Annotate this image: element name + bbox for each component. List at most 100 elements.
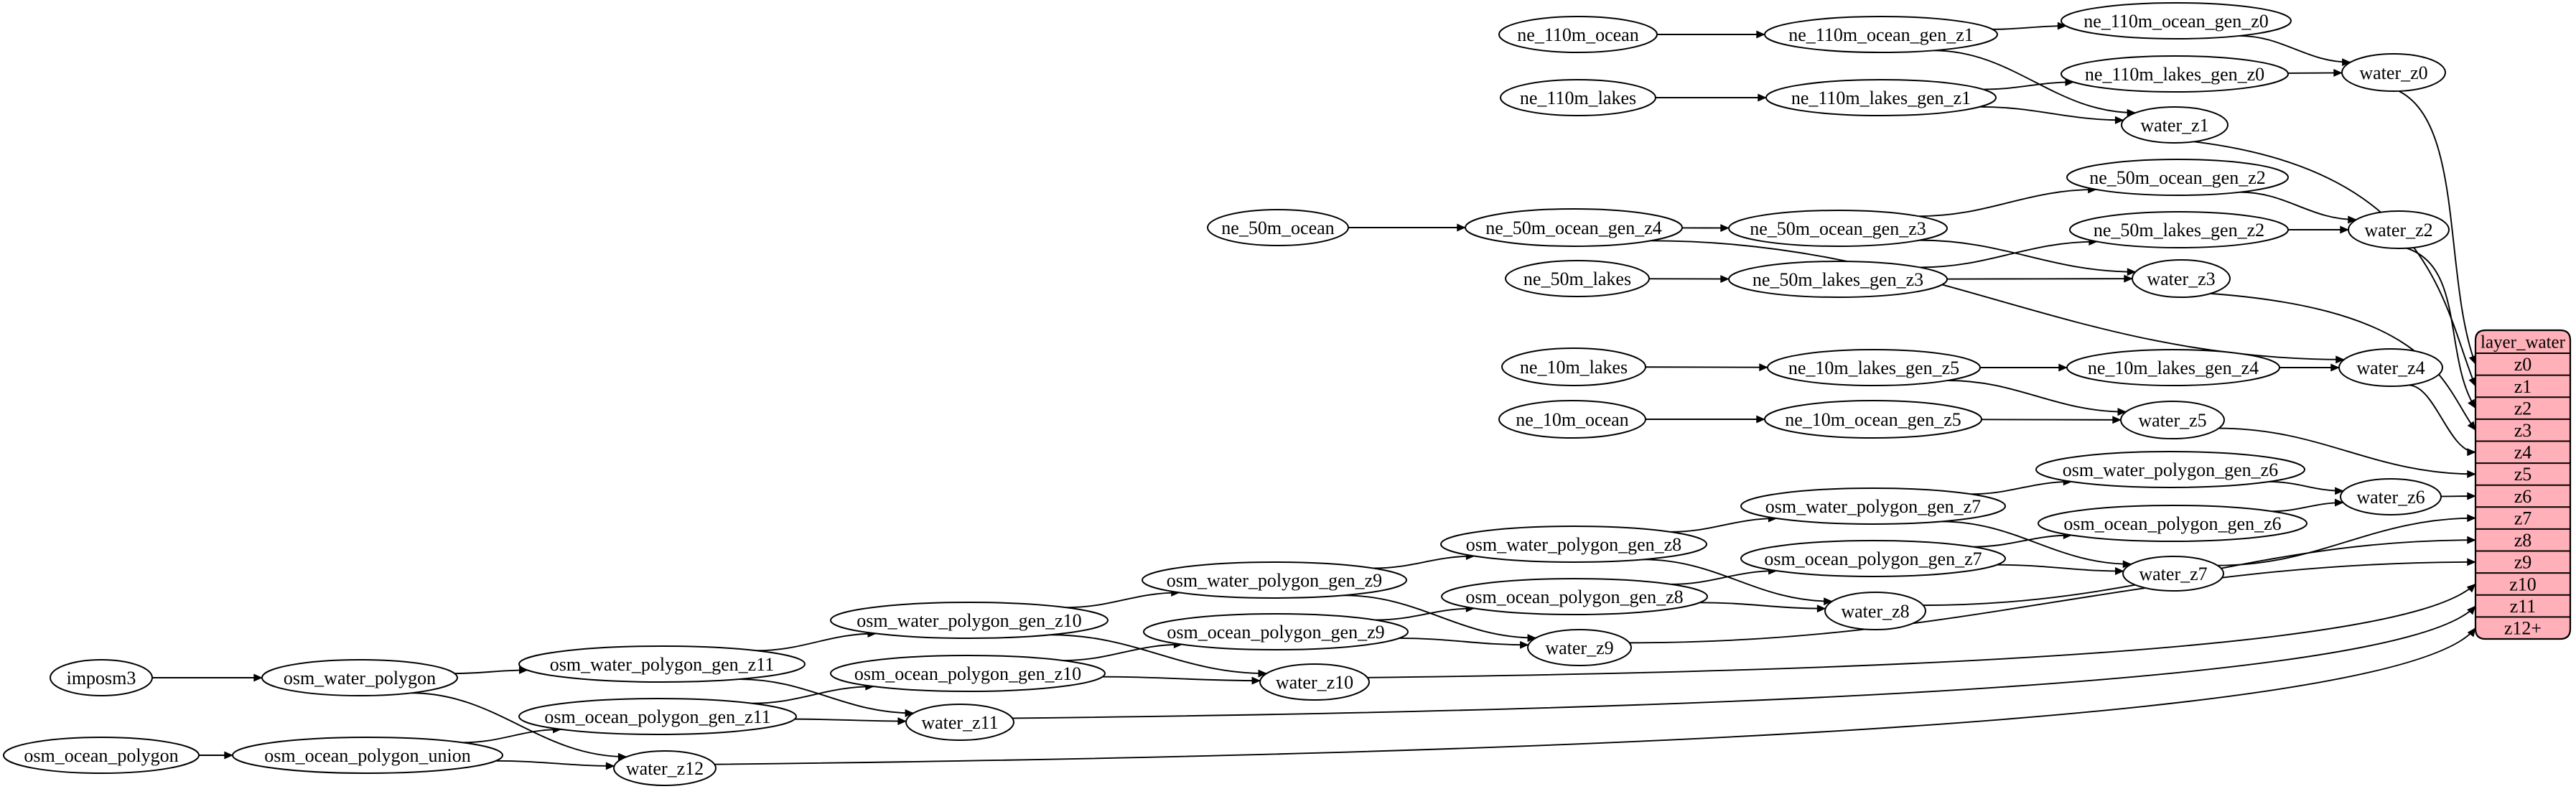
node-ellipse-ne_110m_ocean_gen_z0 <box>2061 2 2292 39</box>
edge-osm_water_polygon_gen_z6-to-water_z6 <box>2269 481 2344 495</box>
node-label-water_z1: water_z1 <box>2140 115 2208 136</box>
edge-osm_ocean_polygon_gen_z6-to-water_z6 <box>2272 498 2344 513</box>
node-ellipse-osm_ocean_polygon_gen_z6 <box>2038 505 2307 542</box>
node-label-osm_ocean_polygon_union: osm_ocean_polygon_union <box>264 745 470 766</box>
node-label-osm_water_polygon: osm_water_polygon <box>284 668 436 688</box>
node-ellipse-ne_50m_ocean_gen_z4 <box>1465 208 1683 247</box>
table-row-z7: z7 <box>2514 508 2532 528</box>
node-label-osm_water_polygon_gen_z6: osm_water_polygon_gen_z6 <box>2063 459 2278 480</box>
node-ellipse-ne_110m_lakes <box>1500 79 1656 116</box>
node-osm_water_polygon_gen_z8: osm_water_polygon_gen_z8 <box>1440 526 1707 563</box>
edge-osm_water_polygon_gen_z9-to-osm_water_polygon_gen_z8 <box>1373 552 1475 569</box>
node-ellipse-osm_ocean_polygon <box>3 737 200 774</box>
edge-water_z2-to-layer_water-z2 <box>2406 247 2476 409</box>
node-label-ne_50m_lakes_gen_z3: ne_50m_lakes_gen_z3 <box>1753 269 1923 290</box>
node-label-water_z11: water_z11 <box>921 712 998 733</box>
table-row-z1: z1 <box>2514 376 2532 397</box>
node-water_z10: water_z10 <box>1259 663 1370 701</box>
node-water_z9: water_z9 <box>1527 629 1632 666</box>
node-ellipse-osm_ocean_polygon_union <box>232 737 503 774</box>
edge-ne_110m_lakes_gen_z1-to-ne_110m_lakes_gen_z0 <box>1983 78 2075 90</box>
node-ellipse-ne_50m_ocean_gen_z2 <box>2066 159 2289 196</box>
table-row-z12+: z12+ <box>2504 618 2542 639</box>
node-label-osm_ocean_polygon_gen_z8: osm_ocean_polygon_gen_z8 <box>1465 587 1683 607</box>
node-label-ne_10m_ocean: ne_10m_ocean <box>1516 409 1628 430</box>
table-row-z10: z10 <box>2509 574 2537 594</box>
table-row-z8: z8 <box>2514 530 2532 551</box>
node-ellipse-water_z11 <box>905 704 1014 741</box>
node-osm_ocean_polygon_gen_z8: osm_ocean_polygon_gen_z8 <box>1441 578 1708 615</box>
node-ne_50m_ocean: ne_50m_ocean <box>1207 209 1349 246</box>
node-water_z7: water_z7 <box>2122 556 2224 592</box>
node-ellipse-imposm3 <box>50 659 153 696</box>
node-label-osm_water_polygon_gen_z7: osm_water_polygon_gen_z7 <box>1765 496 1981 517</box>
node-label-ne_110m_lakes_gen_z1: ne_110m_lakes_gen_z1 <box>1791 88 1971 108</box>
node-label-ne_10m_lakes_gen_z5: ne_10m_lakes_gen_z5 <box>1788 358 1959 378</box>
node-ellipse-osm_water_polygon_gen_z7 <box>1740 487 2006 525</box>
node-osm_ocean_polygon_gen_z10: osm_ocean_polygon_gen_z10 <box>830 655 1106 692</box>
edge-osm_ocean_polygon_gen_z8-to-water_z8 <box>1699 602 1826 613</box>
node-ne_10m_ocean: ne_10m_ocean <box>1498 400 1646 439</box>
node-ellipse-ne_110m_lakes_gen_z0 <box>2061 55 2289 93</box>
node-ellipse-ne_10m_lakes_gen_z5 <box>1767 349 1981 386</box>
node-label-ne_50m_ocean_gen_z2: ne_50m_ocean_gen_z2 <box>2089 167 2265 188</box>
node-ellipse-ne_10m_lakes_gen_z4 <box>2066 349 2280 386</box>
node-ellipse-water_z5 <box>2120 401 2225 439</box>
node-ellipse-water_z2 <box>2348 210 2450 249</box>
edge-osm_ocean_polygon_gen_z11-to-osm_ocean_polygon_gen_z10 <box>752 682 874 704</box>
edge-osm_ocean_polygon_gen_z9-to-osm_ocean_polygon_gen_z8 <box>1376 604 1475 621</box>
edge-water_z12-to-layer_water-z12+ <box>714 627 2476 765</box>
edge-osm_ocean_polygon_union-to-osm_ocean_polygon_gen_z11 <box>462 725 562 744</box>
node-ellipse-osm_water_polygon_gen_z8 <box>1440 526 1707 563</box>
table-row-z11: z11 <box>2510 596 2537 617</box>
node-label-water_z12: water_z12 <box>626 758 704 779</box>
node-water_z4: water_z4 <box>2338 348 2443 387</box>
edge-osm_water_polygon_gen_z11-to-osm_water_polygon_gen_z10 <box>756 630 877 652</box>
node-water_z1: water_z1 <box>2121 106 2229 144</box>
node-ellipse-water_z3 <box>2132 259 2231 298</box>
node-ellipse-osm_ocean_polygon_gen_z11 <box>518 698 797 735</box>
node-ellipse-ne_50m_lakes_gen_z2 <box>2069 211 2289 248</box>
edge-water_z5-to-layer_water-z5 <box>2218 427 2476 478</box>
node-water_z0: water_z0 <box>2341 53 2446 92</box>
node-osm_water_polygon_gen_z6: osm_water_polygon_gen_z6 <box>2035 451 2305 488</box>
node-water_z11: water_z11 <box>905 704 1014 741</box>
node-ne_110m_lakes_gen_z0: ne_110m_lakes_gen_z0 <box>2061 55 2289 93</box>
edge-water_z9-to-layer_water-z9 <box>1629 558 2476 644</box>
node-ne_50m_ocean_gen_z2: ne_50m_ocean_gen_z2 <box>2066 159 2289 196</box>
node-osm_ocean_polygon_gen_z9: osm_ocean_polygon_gen_z9 <box>1143 613 1409 650</box>
node-ne_10m_ocean_gen_z5: ne_10m_ocean_gen_z5 <box>1764 400 1982 439</box>
table-title: layer_water <box>2481 333 2566 353</box>
node-ellipse-osm_water_polygon_gen_z6 <box>2035 451 2305 488</box>
node-label-osm_ocean_polygon_gen_z9: osm_ocean_polygon_gen_z9 <box>1167 622 1384 643</box>
node-label-water_z8: water_z8 <box>1841 601 1909 622</box>
node-label-osm_ocean_polygon_gen_z11: osm_ocean_polygon_gen_z11 <box>544 706 770 727</box>
edge-ne_110m_lakes_gen_z1-to-water_z1 <box>1979 106 2124 124</box>
node-label-water_z2: water_z2 <box>2364 220 2432 241</box>
edge-osm_water_polygon_gen_z10-to-water_z10 <box>1050 634 1268 678</box>
node-osm_ocean_polygon_gen_z7: osm_ocean_polygon_gen_z7 <box>1740 540 2006 577</box>
node-label-ne_110m_ocean_gen_z0: ne_110m_ocean_gen_z0 <box>2083 11 2269 32</box>
table-row-z5: z5 <box>2514 464 2532 485</box>
node-label-ne_50m_ocean: ne_50m_ocean <box>1221 218 1334 238</box>
node-ellipse-osm_ocean_polygon_gen_z10 <box>830 655 1106 692</box>
node-ne_110m_ocean_gen_z1: ne_110m_ocean_gen_z1 <box>1764 16 1998 53</box>
node-label-water_z10: water_z10 <box>1276 672 1353 693</box>
edge-osm_ocean_polygon_gen_z7-to-water_z7 <box>1997 564 2124 575</box>
node-ne_110m_lakes_gen_z1: ne_110m_lakes_gen_z1 <box>1765 79 1997 116</box>
node-ellipse-osm_water_polygon <box>261 659 458 696</box>
node-ellipse-ne_110m_ocean <box>1498 16 1658 53</box>
node-water_z3: water_z3 <box>2132 259 2231 298</box>
node-ne_50m_lakes: ne_50m_lakes <box>1505 260 1650 297</box>
edge-ne_50m_ocean_gen_z2-to-water_z2 <box>2240 191 2357 224</box>
node-ellipse-water_z1 <box>2121 106 2229 144</box>
node-label-osm_water_polygon_gen_z11: osm_water_polygon_gen_z11 <box>550 654 774 675</box>
table-row-z2: z2 <box>2514 398 2532 419</box>
edge-ne_50m_ocean_gen_z3-to-ne_50m_ocean_gen_z2 <box>1918 185 2097 218</box>
node-ellipse-osm_ocean_polygon_gen_z7 <box>1740 540 2006 577</box>
edge-osm_ocean_polygon_gen_z11-to-water_z11 <box>794 717 907 726</box>
node-label-ne_10m_lakes_gen_z4: ne_10m_lakes_gen_z4 <box>2088 358 2259 378</box>
node-label-water_z7: water_z7 <box>2139 564 2207 584</box>
edge-osm_water_polygon_gen_z7-to-water_z7 <box>1941 520 2132 569</box>
